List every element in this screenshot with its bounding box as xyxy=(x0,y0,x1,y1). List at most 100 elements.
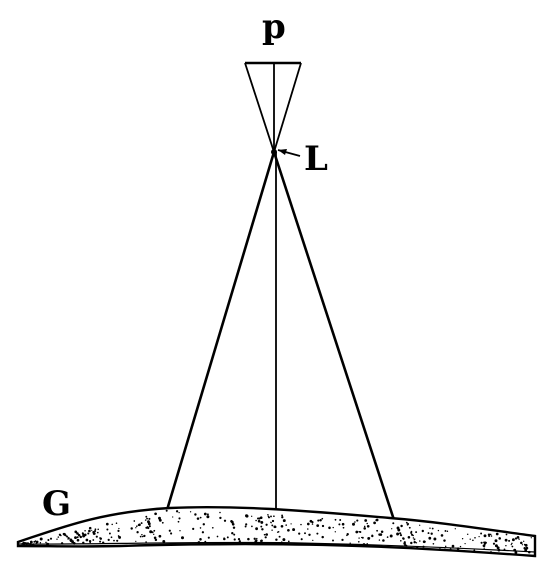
ground-stipple-dot xyxy=(255,527,258,531)
ground-stipple-dot xyxy=(422,547,425,550)
ground-stipple-dot xyxy=(260,520,264,524)
ground-stipple-dot xyxy=(202,523,205,526)
ground-stipple-dot xyxy=(444,545,447,548)
ground-stipple-dot xyxy=(99,537,102,539)
ground-stipple-dot xyxy=(251,525,253,528)
ground-stipple-dot xyxy=(478,535,480,538)
ground-stipple-dot xyxy=(247,537,250,541)
ground-stipple-dot xyxy=(216,535,219,538)
ground-stipple-dot xyxy=(334,531,336,533)
lower-ray-right xyxy=(272,151,396,521)
ground-stipple-dot xyxy=(321,524,325,528)
ground-stipple-dot xyxy=(349,542,351,544)
ground-stipple-dot xyxy=(82,541,85,544)
ground-stipple-dot xyxy=(199,538,202,541)
ground-stipple-dot xyxy=(148,517,151,520)
ground-stipple-dot xyxy=(96,531,99,534)
ground-stipple-dot xyxy=(328,526,331,530)
ground-stipple-dot xyxy=(285,524,287,526)
ground-stipple-dot xyxy=(332,539,334,542)
ground-stipple-dot xyxy=(391,528,393,530)
ground-stipple-dot xyxy=(338,523,341,526)
ground-stipple-dot xyxy=(419,524,421,526)
ground-stipple-dot xyxy=(251,515,253,517)
ground-stipple-dot xyxy=(82,533,85,536)
ground-stipple-dot xyxy=(399,532,402,535)
ground-stipple-dot xyxy=(459,545,462,548)
ground-stipple-dot xyxy=(233,538,236,541)
ground-stipple-dot xyxy=(29,542,32,546)
ground-stipple-dot xyxy=(376,529,379,532)
ground-stipple-dot xyxy=(429,527,431,529)
ground-stipple-dot xyxy=(116,539,119,542)
ground-stipple-dot xyxy=(137,524,140,527)
ground-stipple-dot xyxy=(515,550,518,552)
ground-stipple-dot xyxy=(473,549,476,552)
ground-stipple-dot xyxy=(178,511,180,514)
ground-stipple-dot xyxy=(79,535,83,539)
ground-stipple-dot xyxy=(317,519,320,522)
ground-stipple-dot xyxy=(469,538,471,540)
ground-stipple-dot xyxy=(497,548,501,552)
ground-stipple-dot xyxy=(433,537,437,541)
ground-stipple-dot xyxy=(287,540,290,543)
ground-stipple-dot xyxy=(141,533,143,536)
ground-stipple-dot xyxy=(373,521,376,525)
ground-stipple-dot xyxy=(56,538,58,540)
ground-stipple-dot xyxy=(400,540,402,542)
ground-stipple-dot xyxy=(31,541,33,543)
ground-stipple-dot xyxy=(95,535,98,538)
ground-stipple-dot xyxy=(233,533,236,536)
ground-stipple-dot xyxy=(256,537,258,540)
ground-stipple-dot xyxy=(141,535,144,538)
ground-stipple-dot xyxy=(244,525,247,528)
ground-stipple-dot xyxy=(431,527,434,530)
ground-stipple-dot xyxy=(238,540,241,543)
ground-stipple-dot xyxy=(199,516,202,519)
ground-stipple-dot xyxy=(260,525,263,528)
ground-stipple-dot xyxy=(282,519,286,523)
ground-stipple-dot xyxy=(108,532,111,535)
ground-stipple-dot xyxy=(253,537,256,540)
ground-stipple-dot xyxy=(107,538,110,542)
ground-stipple-dot xyxy=(511,545,514,548)
ground-stipple-dot xyxy=(410,533,414,536)
ground-stipple-dot xyxy=(88,540,92,543)
ground-stipple-dot xyxy=(263,533,266,536)
ground-stipple-dot xyxy=(47,543,50,545)
ground-stipple-dot xyxy=(275,538,278,541)
ground-stipple-dot xyxy=(267,513,269,516)
ground-stipple-dot xyxy=(281,541,283,543)
ground-stipple-dot xyxy=(278,535,281,538)
ground-stipple-dot xyxy=(22,542,25,545)
ground-stipple-dot xyxy=(161,521,164,524)
ground-stipple-dot xyxy=(419,540,421,542)
ground-stipple-dot xyxy=(407,536,411,539)
ground-stipple-dot xyxy=(342,526,345,529)
ground-stipple-dot xyxy=(319,519,322,522)
ground-stipple-dot xyxy=(158,534,162,538)
ground-stipple-dot xyxy=(410,541,413,545)
ground-stipple-dot xyxy=(427,532,430,535)
label-l: L xyxy=(304,139,328,179)
ground-stipple-dot xyxy=(85,538,89,542)
ground-stipple-dot xyxy=(413,539,415,541)
ground-stipple-dot xyxy=(505,533,508,536)
lens-leader-arrowhead xyxy=(278,149,287,155)
ground-stipple-dot xyxy=(194,513,197,516)
ground-stipple-dot xyxy=(513,548,517,552)
ground-stipple-dot xyxy=(483,541,487,545)
ground-stipple-dot xyxy=(508,539,511,542)
ground-stipple-dot xyxy=(201,531,205,534)
ground-stipple-dot xyxy=(69,540,72,542)
ground-stipple-dot xyxy=(378,533,381,536)
ground-stipple-dot xyxy=(270,522,272,524)
ground-stipple-dot xyxy=(378,539,381,541)
ground-stipple-dot xyxy=(406,523,409,526)
ground-stipple-dot xyxy=(454,528,456,530)
ground-stipple-dot xyxy=(466,533,469,536)
ground-stipple-dot xyxy=(271,529,273,531)
ground-stipple-dot xyxy=(309,519,313,523)
ground-stipple-dot xyxy=(341,538,344,542)
